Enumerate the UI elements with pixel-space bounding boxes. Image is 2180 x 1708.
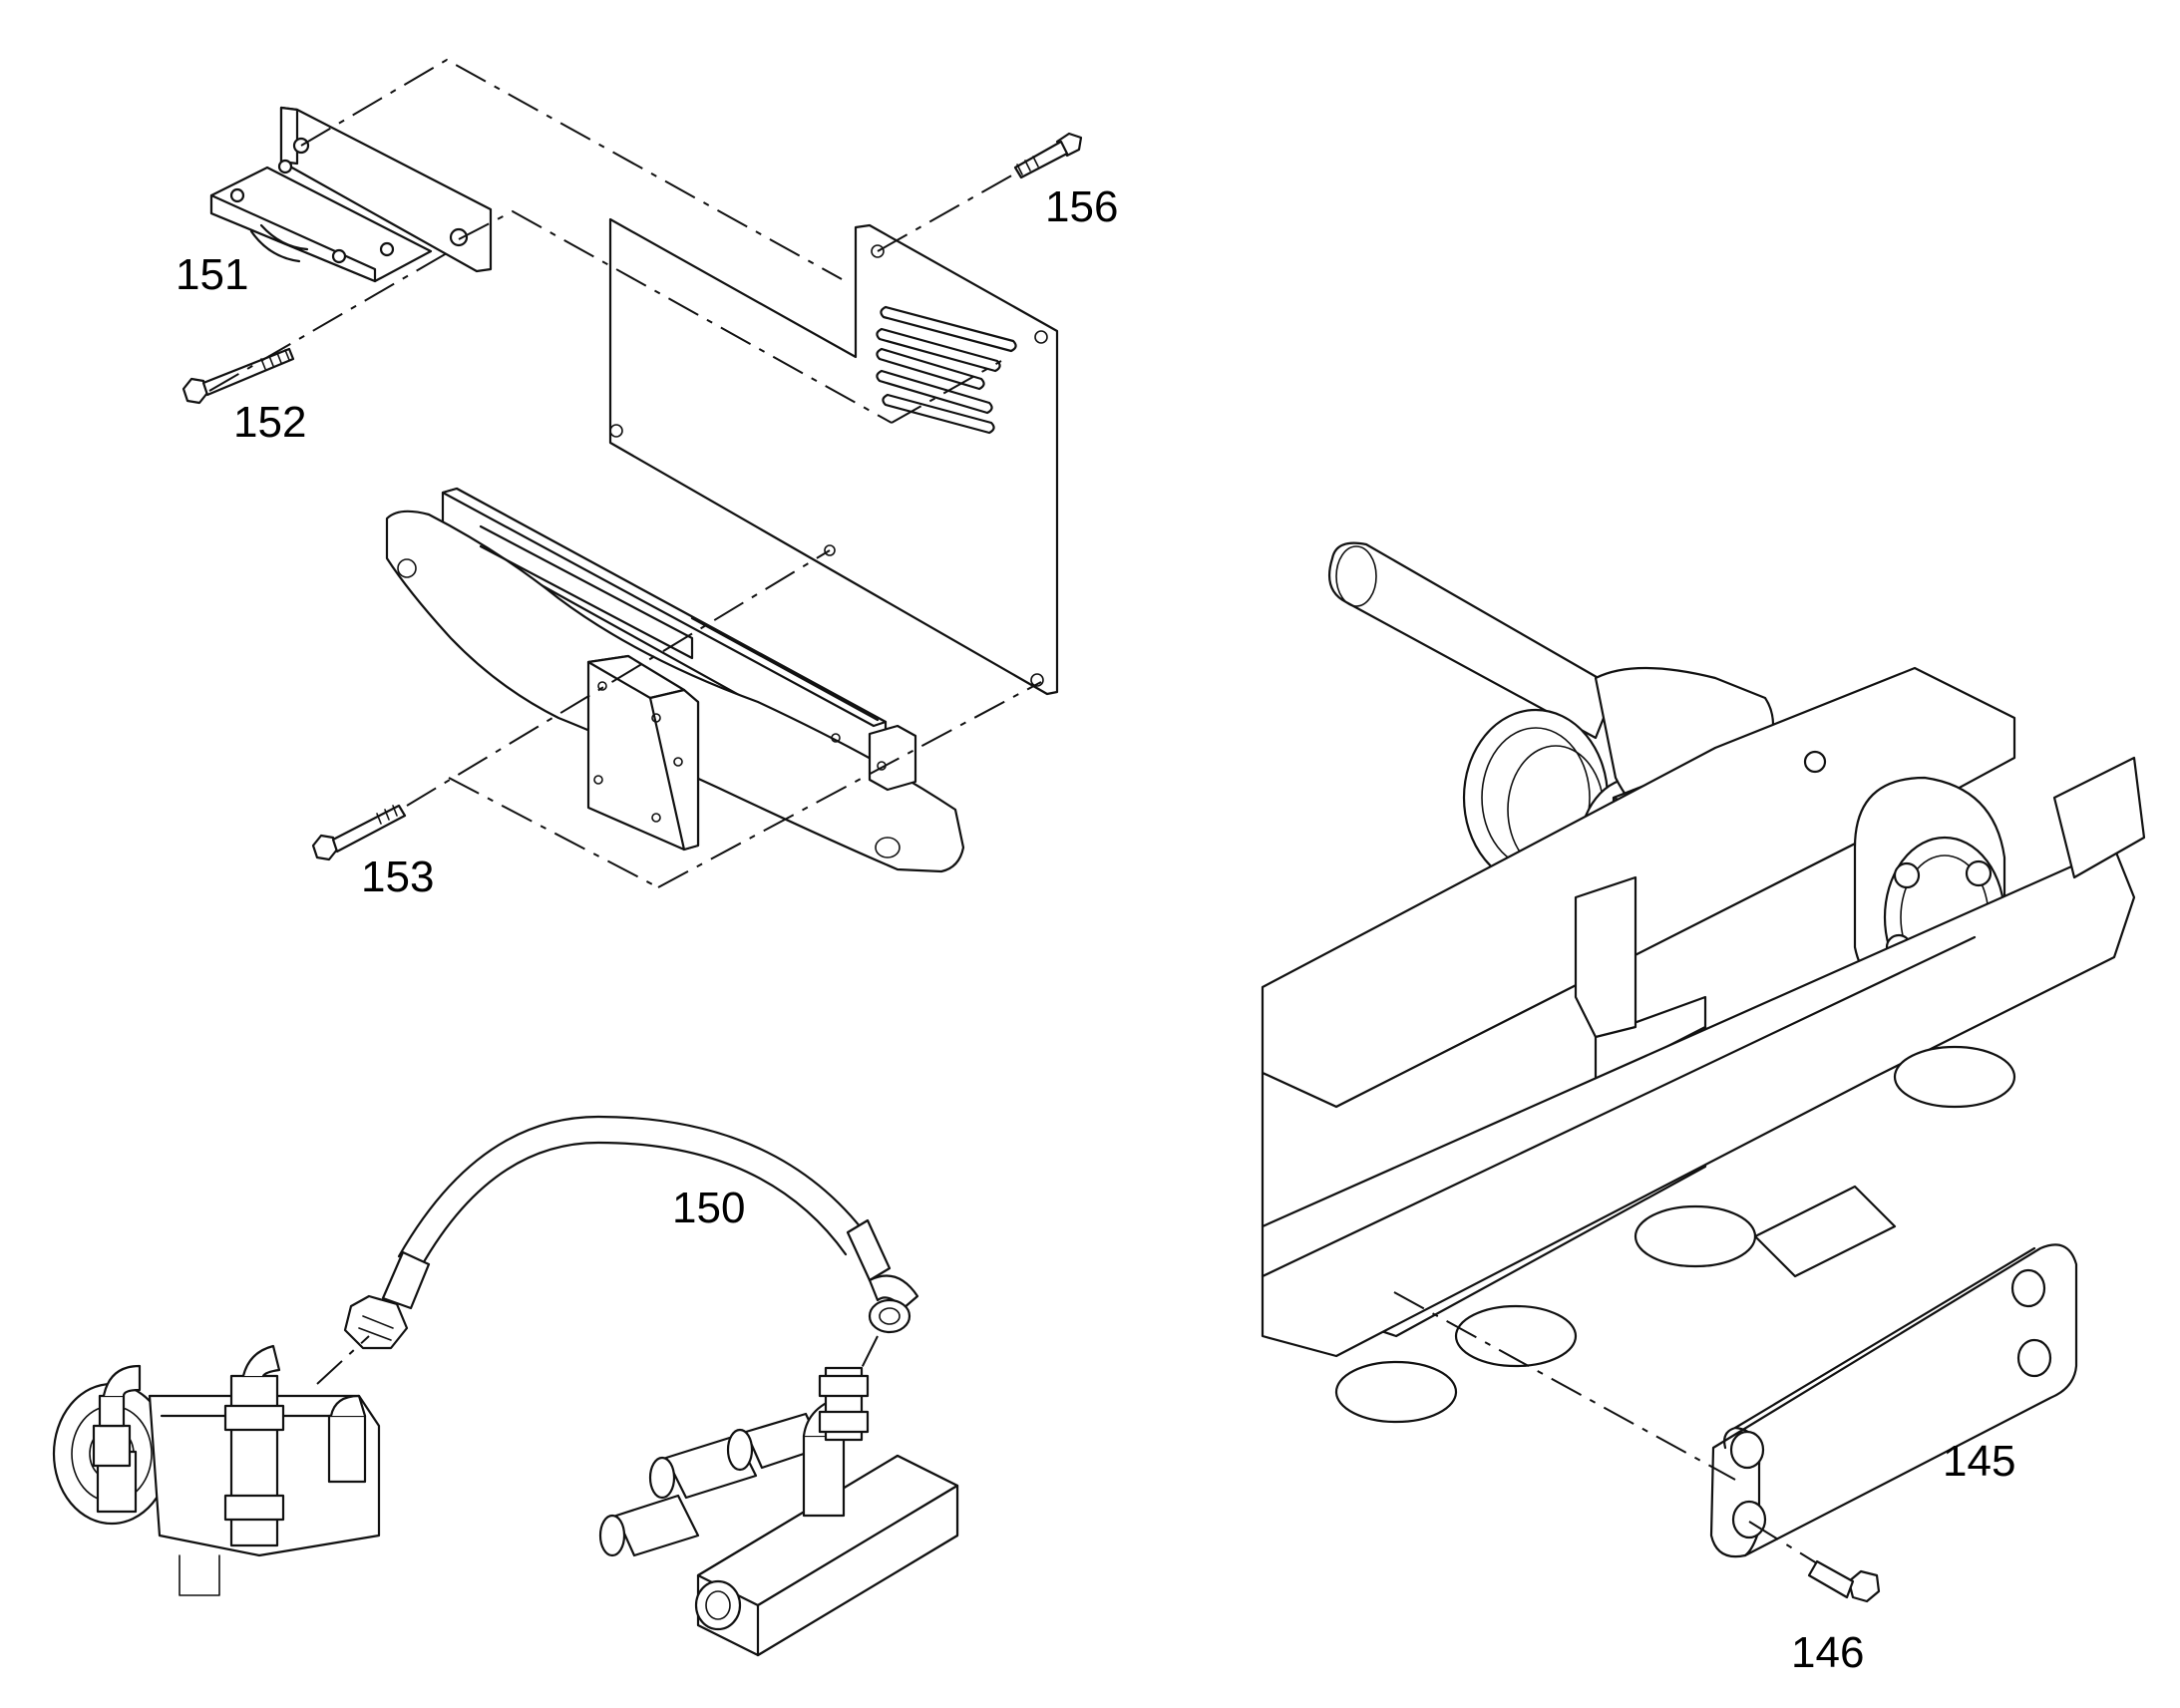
support-frame <box>385 487 965 873</box>
centerline-hose-right <box>857 1335 879 1377</box>
machine-chassis <box>1261 541 2146 1424</box>
callout-152: 152 <box>233 398 306 447</box>
louvered-plate <box>608 217 1059 696</box>
callout-labels: 150 151 152 153 156 145 146 <box>176 182 2015 1677</box>
centerline-hose-left <box>316 1335 370 1385</box>
callout-156: 156 <box>1045 182 1118 231</box>
hose-150 <box>343 1115 919 1350</box>
bolt-152 <box>182 347 295 405</box>
bracket-151 <box>209 106 493 283</box>
callout-150: 150 <box>672 1184 745 1232</box>
bolt-153 <box>311 804 407 861</box>
callout-153: 153 <box>361 853 434 901</box>
centerline-plate-145 <box>1393 1291 1736 1481</box>
centerline-bolt-146 <box>1748 1521 1818 1564</box>
bolt-146 <box>1807 1559 1881 1603</box>
plate-145 <box>1709 1243 2078 1558</box>
valve-manifold <box>598 1366 959 1657</box>
centerlines-upper <box>208 58 1042 888</box>
plate-louvres <box>876 305 1017 435</box>
bolt-156 <box>1013 132 1083 179</box>
callout-151: 151 <box>176 250 248 299</box>
callout-146: 146 <box>1791 1628 1864 1677</box>
callout-145: 145 <box>1943 1437 2015 1486</box>
pump-assembly <box>52 1344 381 1596</box>
